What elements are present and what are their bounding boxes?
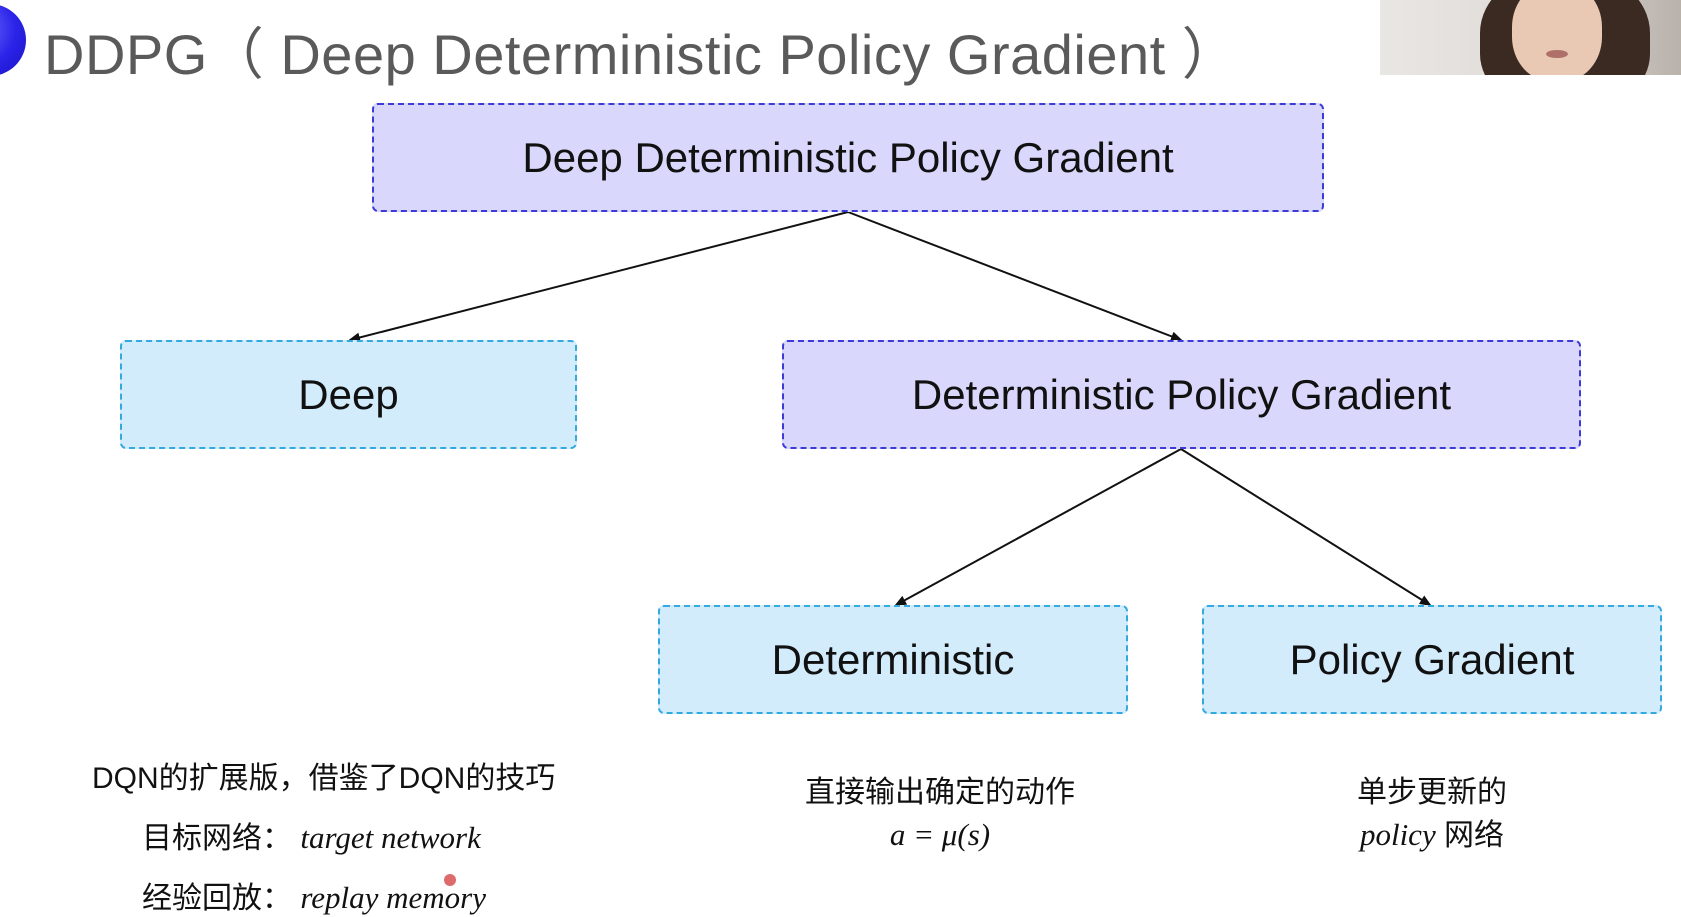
node-label: Deep Deterministic Policy Gradient bbox=[522, 133, 1174, 181]
node-deep: Deep bbox=[120, 340, 577, 449]
note-label: 目标网络： bbox=[142, 822, 292, 855]
note-term: policy bbox=[1359, 817, 1436, 852]
note-label: 经验回放： bbox=[142, 882, 292, 915]
node-label: Policy Gradient bbox=[1289, 635, 1575, 683]
note-line: 单步更新的 bbox=[1357, 776, 1507, 809]
node-label: Deterministic Policy Gradient bbox=[911, 370, 1452, 418]
edge-dpg-to-policy-gradient bbox=[1180, 448, 1432, 607]
edge-root-to-deep bbox=[348, 211, 849, 343]
node-policy-gradient: Policy Gradient bbox=[1202, 605, 1662, 714]
note-deep-extension: DQN的扩展版，借鉴了DQN的技巧 bbox=[92, 762, 556, 795]
note-replay-memory: 经验回放： replay memory bbox=[142, 873, 486, 917]
presenter-face bbox=[1512, 0, 1602, 75]
node-label: Deep bbox=[298, 370, 399, 418]
note-policy-gradient: 单步更新的 policy 网络 bbox=[1282, 772, 1582, 857]
node-label: Deterministic bbox=[771, 635, 1015, 683]
node-deterministic-policy-gradient: Deterministic Policy Gradient bbox=[782, 340, 1581, 449]
note-deterministic: 直接输出确定的动作 a = μ(s) bbox=[760, 772, 1120, 856]
node-deterministic: Deterministic bbox=[658, 605, 1128, 714]
edge-dpg-to-deterministic bbox=[894, 448, 1182, 606]
slide-title: DDPG（ Deep Deterministic Policy Gradient… bbox=[44, 23, 1239, 86]
node-deep-deterministic-policy-gradient: Deep Deterministic Policy Gradient bbox=[372, 103, 1324, 212]
note-line: 直接输出确定的动作 bbox=[805, 776, 1075, 809]
webcam-presenter-thumbnail bbox=[1380, 0, 1681, 75]
pointer-cursor-dot bbox=[444, 874, 456, 886]
note-term: replay memory bbox=[300, 880, 486, 915]
presenter-mouth bbox=[1546, 50, 1568, 58]
edge-root-to-dpg bbox=[847, 211, 1183, 342]
note-line-2: policy 网络 bbox=[1282, 814, 1582, 857]
note-term: target network bbox=[300, 820, 481, 855]
note-target-network: 目标网络： target network bbox=[142, 813, 481, 857]
note-suffix: 网络 bbox=[1435, 819, 1505, 852]
note-formula: a = μ(s) bbox=[889, 817, 991, 852]
